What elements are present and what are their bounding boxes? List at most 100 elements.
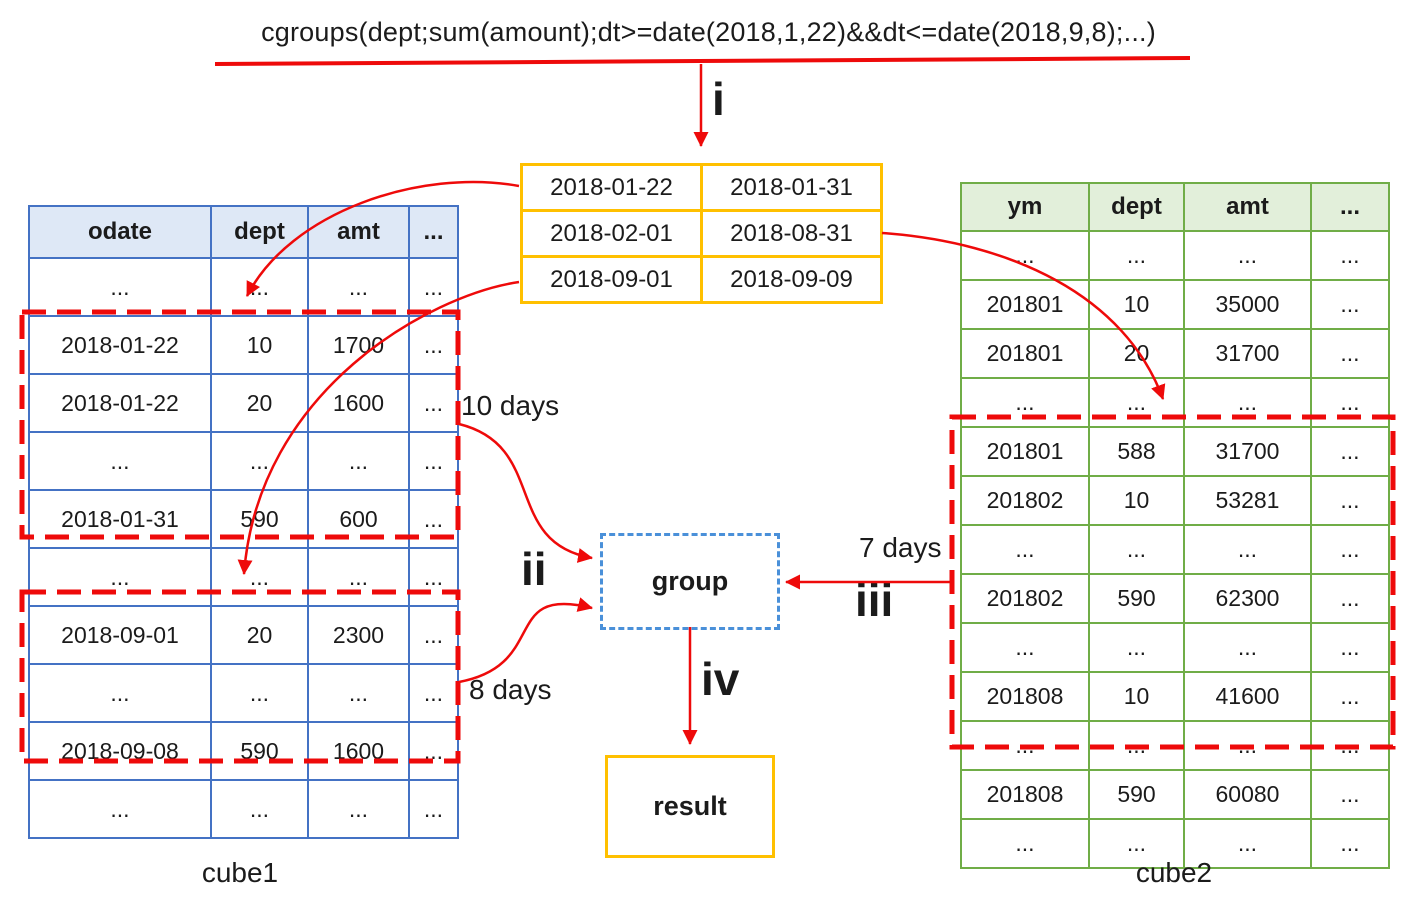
table-cell: ... (307, 431, 410, 491)
table-cell: ... (1310, 475, 1390, 526)
table-cell: 60080 (1183, 769, 1312, 820)
table-cell: ... (28, 663, 212, 723)
table-cell: 41600 (1183, 671, 1312, 722)
table-cell: ... (408, 547, 459, 607)
table-cell: ... (28, 547, 212, 607)
cube1-table: odate dept amt ... ............2018-01-2… (28, 205, 459, 839)
cube2-header-dept: dept (1088, 182, 1185, 232)
table-cell: ... (307, 547, 410, 607)
cube1-header-row: odate dept amt ... (28, 205, 459, 259)
table-cell: 10 (1088, 279, 1185, 330)
step-label-iv: iv (701, 653, 740, 705)
table-cell: ... (1183, 230, 1312, 281)
table-cell: ... (210, 431, 309, 491)
table-cell: ... (1088, 818, 1185, 869)
table-cell: 1700 (307, 315, 410, 375)
table-cell: ... (1310, 622, 1390, 673)
annotation-10-days: 10 days (461, 390, 560, 421)
formula-text: cgroups(dept;sum(amount);dt>=date(2018,1… (261, 17, 1156, 47)
cube1-header-odate: odate (28, 205, 212, 259)
cube1-header-amt: amt (307, 205, 410, 259)
step-label-i: i (712, 73, 725, 125)
table-cell: 35000 (1183, 279, 1312, 330)
result-box: result (605, 755, 775, 858)
table-cell: ... (960, 524, 1090, 575)
table-cell: ... (408, 315, 459, 375)
table-cell: 2018-09-01 (28, 605, 212, 665)
table-row: ............ (28, 547, 459, 607)
table-cell: ... (408, 779, 459, 839)
table-cell: 2018-08-31 (700, 209, 883, 258)
table-cell: ... (408, 489, 459, 549)
table-cell: 2018-02-01 (520, 209, 703, 258)
table-cell: 2018-09-01 (520, 255, 703, 304)
table-row: ............ (960, 818, 1390, 869)
table-cell: ... (1183, 622, 1312, 673)
table-cell: ... (1310, 671, 1390, 722)
table-cell: ... (28, 257, 212, 317)
table-cell: ... (1310, 328, 1390, 379)
result-box-label: result (653, 791, 727, 821)
table-cell: 201802 (960, 475, 1090, 526)
table-cell: 590 (210, 489, 309, 549)
table-cell: ... (1183, 720, 1312, 771)
table-row: ............ (960, 377, 1390, 428)
table-cell: ... (1183, 818, 1312, 869)
table-cell: 590 (1088, 769, 1185, 820)
group-box-label: group (651, 566, 729, 596)
table-row: ............ (960, 720, 1390, 771)
cube1-header-dept: dept (210, 205, 309, 259)
table-row: ............ (28, 663, 459, 723)
table-cell: ... (1088, 720, 1185, 771)
table-cell: ... (1310, 573, 1390, 624)
table-cell: ... (28, 431, 212, 491)
table-cell: 2018-09-08 (28, 721, 212, 781)
cube2-caption: cube2 (1135, 857, 1213, 888)
table-cell: ... (408, 721, 459, 781)
table-cell: ... (408, 257, 459, 317)
table-cell: 201801 (960, 426, 1090, 477)
table-cell: ... (960, 230, 1090, 281)
table-row: ............ (960, 622, 1390, 673)
table-cell: 588 (1088, 426, 1185, 477)
table-cell: 2018-01-31 (700, 163, 883, 212)
table-cell: 2018-01-22 (28, 373, 212, 433)
table-cell: ... (408, 605, 459, 665)
table-cell: ... (1088, 524, 1185, 575)
table-cell: ... (307, 779, 410, 839)
table-cell: 201808 (960, 671, 1090, 722)
table-cell: 20 (1088, 328, 1185, 379)
table-cell: ... (1088, 622, 1185, 673)
table-cell: 2018-01-31 (28, 489, 212, 549)
table-row: ............ (28, 779, 459, 839)
table-cell: ... (210, 547, 309, 607)
table-cell: 1600 (307, 721, 410, 781)
table-cell: 201801 (960, 328, 1090, 379)
table-cell: ... (1310, 720, 1390, 771)
table-cell: ... (960, 377, 1090, 428)
cube2-header-ym: ym (960, 182, 1090, 232)
table-row: ............ (960, 230, 1390, 281)
table-cell: 590 (1088, 573, 1185, 624)
table-cell: 201801 (960, 279, 1090, 330)
table-cell: ... (1310, 230, 1390, 281)
table-cell: 10 (210, 315, 309, 375)
table-row: ............ (28, 431, 459, 491)
table-cell: ... (408, 663, 459, 723)
table-cell: ... (307, 663, 410, 723)
arrow-block1-to-group (458, 422, 593, 563)
